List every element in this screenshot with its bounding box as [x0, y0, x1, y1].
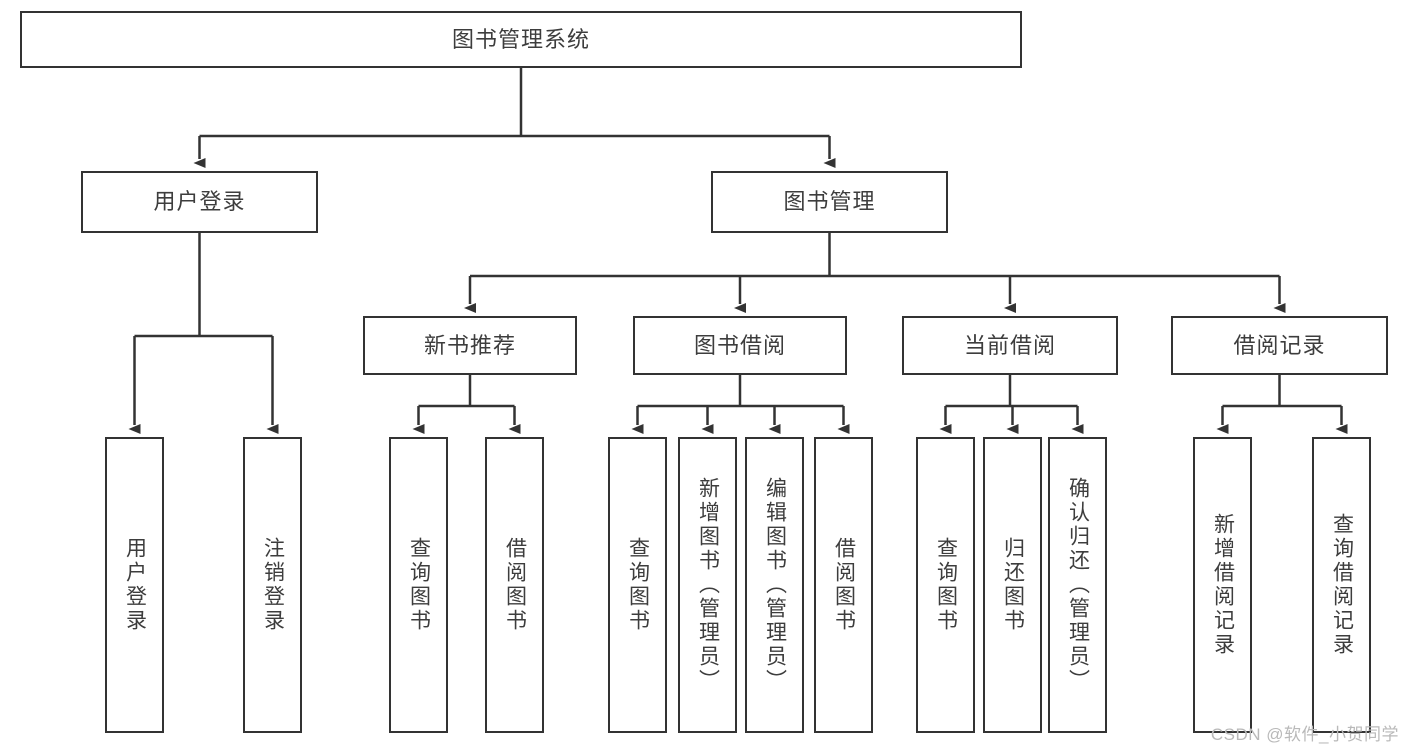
node-box-borrow[interactable]: 图书借阅	[633, 316, 847, 375]
node-label-newbook: 新书推荐	[423, 332, 516, 358]
node-box-b_query[interactable]: 查询图书	[608, 437, 667, 733]
connector-layer	[128, 68, 1348, 434]
node-box-l_login[interactable]: 用户登录	[105, 437, 164, 733]
node-box-records[interactable]: 借阅记录	[1171, 316, 1388, 375]
node-label-current: 当前借阅	[963, 332, 1056, 358]
node-label-c_return: 归还图书	[1001, 537, 1025, 633]
node-box-b_edit[interactable]: 编辑图书（管理员）	[745, 437, 804, 733]
node-label-b_lend: 借阅图书	[832, 537, 856, 633]
node-box-bookmgmt[interactable]: 图书管理	[711, 171, 948, 233]
node-box-current[interactable]: 当前借阅	[902, 316, 1118, 375]
node-label-n_borrow: 借阅图书	[503, 537, 527, 633]
node-box-b_add[interactable]: 新增图书（管理员）	[678, 437, 737, 733]
node-label-l_logout: 注销登录	[261, 537, 285, 633]
node-label-borrow: 图书借阅	[693, 332, 786, 358]
node-label-records: 借阅记录	[1233, 332, 1326, 358]
node-box-root[interactable]: 图书管理系统	[20, 11, 1022, 68]
node-label-bookmgmt: 图书管理	[783, 189, 876, 215]
node-box-r_query[interactable]: 查询借阅记录	[1312, 437, 1371, 733]
node-box-n_borrow[interactable]: 借阅图书	[485, 437, 544, 733]
node-box-b_lend[interactable]: 借阅图书	[814, 437, 873, 733]
node-box-l_logout[interactable]: 注销登录	[243, 437, 302, 733]
node-label-n_query: 查询图书	[407, 537, 431, 633]
node-label-b_query: 查询图书	[626, 537, 650, 633]
node-box-c_confirm[interactable]: 确认归还（管理员）	[1048, 437, 1107, 733]
node-label-c_confirm: 确认归还（管理员）	[1066, 477, 1090, 693]
node-label-b_edit: 编辑图书（管理员）	[763, 477, 787, 693]
node-box-c_return[interactable]: 归还图书	[983, 437, 1042, 733]
node-box-newbook[interactable]: 新书推荐	[363, 316, 577, 375]
node-box-n_query[interactable]: 查询图书	[389, 437, 448, 733]
node-box-login[interactable]: 用户登录	[81, 171, 318, 233]
node-label-c_query: 查询图书	[934, 537, 958, 633]
node-label-login: 用户登录	[153, 189, 246, 215]
node-box-r_add[interactable]: 新增借阅记录	[1193, 437, 1252, 733]
node-label-r_add: 新增借阅记录	[1211, 513, 1235, 657]
node-label-root: 图书管理系统	[451, 26, 590, 52]
node-label-l_login: 用户登录	[123, 537, 147, 633]
node-label-r_query: 查询借阅记录	[1330, 513, 1354, 657]
node-label-b_add: 新增图书（管理员）	[696, 477, 720, 693]
node-box-c_query[interactable]: 查询图书	[916, 437, 975, 733]
